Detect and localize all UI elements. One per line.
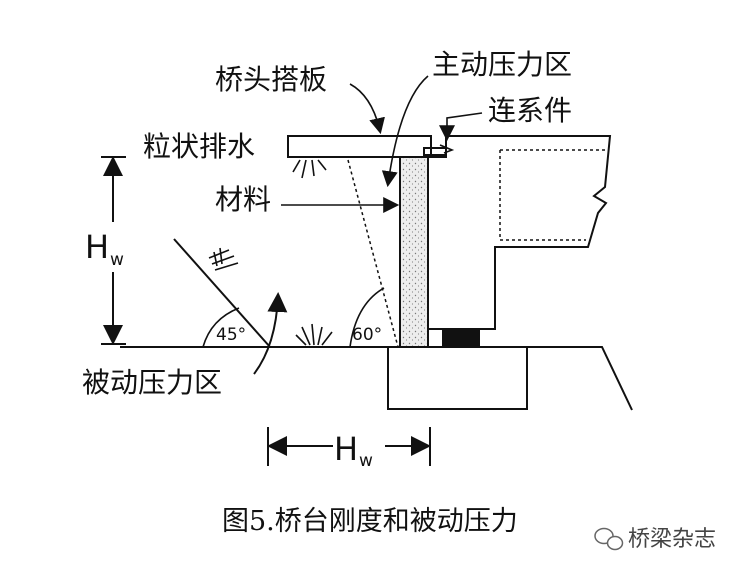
active-wedge-line <box>347 159 399 348</box>
angle-45-label: 45° <box>216 325 246 345</box>
height-subscript: w <box>110 250 124 270</box>
connector-label: 连系件 <box>488 94 572 127</box>
figure-caption: 图5.桥台刚度和被动压力 <box>222 506 518 537</box>
approach-slab <box>287 135 432 158</box>
active-zone-leader <box>381 75 429 188</box>
height-label: H <box>85 228 109 266</box>
angle-arc-45 <box>202 307 240 348</box>
drainage-material <box>401 158 427 346</box>
drainage-label-line2: 材料 <box>215 183 271 216</box>
grass-tuft-ground <box>295 323 333 346</box>
grass-tuft-slope <box>208 247 239 271</box>
angle-arc-60 <box>349 287 385 348</box>
connector-bolt <box>439 144 455 154</box>
ground-right <box>527 346 633 411</box>
girder-dashed-outline <box>499 149 607 241</box>
girder <box>428 135 612 330</box>
footing <box>387 346 528 410</box>
bearing-pad <box>442 329 480 347</box>
drainage-label-line1: 粒状排水 <box>143 130 255 163</box>
wechat-icon <box>594 527 624 551</box>
connector-leader <box>439 112 483 142</box>
width-label: H <box>334 430 358 468</box>
angle-60-label: 60° <box>352 325 382 345</box>
passive-slope-line <box>173 238 271 348</box>
passive-arrow <box>253 292 288 375</box>
width-subscript: w <box>359 451 373 471</box>
watermark: 桥梁杂志 <box>594 527 716 552</box>
approach-slab-label: 桥头搭板 <box>215 63 327 96</box>
passive-zone-label: 被动压力区 <box>82 366 222 399</box>
grass-tuft-slab <box>292 159 327 179</box>
active-zone-label: 主动压力区 <box>432 48 572 81</box>
watermark-text: 桥梁杂志 <box>628 527 716 552</box>
approach-slab-leader <box>349 83 385 135</box>
